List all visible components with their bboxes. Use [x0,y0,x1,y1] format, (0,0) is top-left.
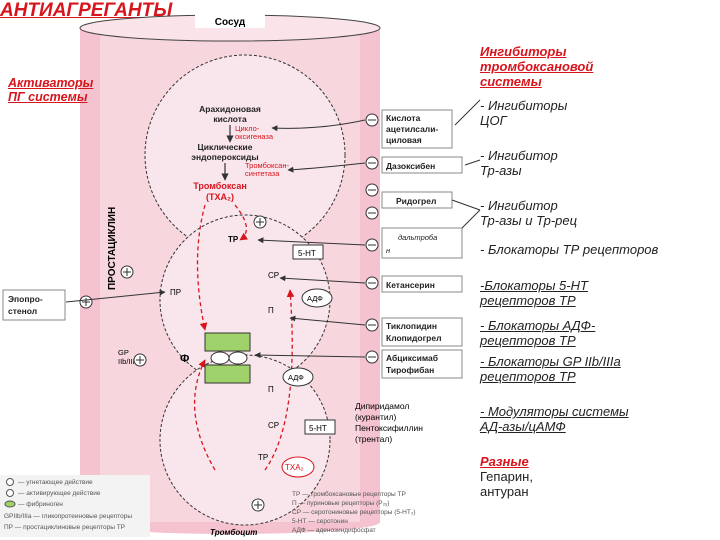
vessel-label-box [195,14,265,28]
receptor-sr-lower: СР [268,421,279,430]
fibrinogen-1 [210,351,230,365]
svg-text:(курантил): (курантил) [355,412,397,422]
rc-adf: - Блокаторы АДФ- рецепторов ТР [480,318,596,348]
ht5-box [292,244,324,260]
drug-ketanserin: Кетансерин [381,275,463,293]
svg-text:Эпопро-: Эпопро- [8,294,43,304]
receptor-p-lower: П [268,385,274,394]
activators-line1: Активаторы [8,76,94,90]
rc-5ht: -Блокаторы 5-НТ рецепторов ТР [480,278,588,308]
svg-text:ТР — тромбоксановые рецепторы: ТР — тромбоксановые рецепторы ТР [292,490,406,498]
receptor-tr-lower: ТР [258,453,268,462]
adf-circle-lower [282,367,314,387]
receptor-pr: ПР [170,288,181,297]
svg-text:циловая: циловая [386,135,422,145]
svg-text:АДФ — аденозиндифосфат: АДФ — аденозиндифосфат [292,527,376,534]
adf-circle-upper [301,288,333,308]
svg-text:(трентал): (трентал) [355,434,392,444]
page-title: АНТИАГРЕГАНТЫ [0,0,173,21]
gp-label-2: IIb/IIIa [118,357,140,366]
drug-arrows [65,119,366,359]
svg-text:стенол: стенол [8,306,37,316]
drug-dazoxiben: Дазоксибен [381,156,463,174]
vessel-label: Сосуд [215,17,246,28]
receptor-p: П [268,306,274,315]
rc-gp: - Блокаторы GP IIb/IIIa рецепторов ТР [480,354,621,384]
thromboxane-line1: Тромбоксан [193,181,247,191]
svg-text:ПР — простациклиновые рецептор: ПР — простациклиновые рецепторы ТР [4,524,125,531]
drug-daltroban: дальтроба н [381,227,463,259]
rc-tr-block: - Блокаторы ТР рецепторов [480,242,659,257]
svg-text:Ридогрел: Ридогрел [396,196,436,206]
receptor-5ht-lower: 5-НТ [309,424,327,433]
svg-text:Тиклопидин: Тиклопидин [386,321,437,331]
gp-receptor-upper [204,332,251,352]
svg-text:Дипиридамол: Дипиридамол [355,401,409,411]
gp-label-1: GP [118,348,129,357]
svg-text:— фибриноген: — фибриноген [18,500,63,508]
svg-text:СР — серотониновые рецепторы (: СР — серотониновые рецепторы (5-НТ₂) [292,509,416,516]
svg-text:Пентоксифиллин: Пентоксифиллин [355,423,423,433]
legend-right: ТР — тромбоксановые рецепторы ТР П — пур… [292,490,416,534]
svg-text:н: н [386,246,390,255]
arachidonic-line1: Арахидоновая [199,104,261,114]
inhibit-minus [368,119,376,358]
svg-text:Кетансерин: Кетансерин [386,280,435,290]
receptor-sr: СР [268,271,279,280]
prostacyclin-strip [100,190,120,340]
svg-text:ацетилсали-: ацетилсали- [386,124,438,134]
label-connectors [451,99,481,229]
ht5-box-lower [304,419,336,435]
svg-text:— угнетающее действие: — угнетающее действие [18,478,93,486]
drug-epoprostenol: Эпопро- стенол [2,289,66,321]
txsynth-line1: Тромбоксан- [245,161,289,170]
drug-ridogrel: Ридогрел [381,191,453,209]
endoperoxides-line1: Циклические [198,142,253,152]
txsynth-line2: синтетаза [245,169,280,178]
receptor-f: Ф [180,353,189,365]
svg-text:— активирующее действие: — активирующее действие [18,489,101,497]
drug-dipyridamole: Дипиридамол (курантил) Пентоксифиллин (т… [355,401,423,444]
drug-aspirin: Кислота ацетилсали- циловая [381,109,453,149]
receptor-adf-upper: АДФ [307,294,323,303]
rc-txsynth-rec: - Ингибитор Тр-азы и Тр-рец [480,198,578,228]
drug-abciximab: Абциксимаб Тирофибан [381,349,463,379]
receptor-adf-lower: АДФ [288,373,304,382]
activators-line2: ПГ системы [8,90,88,104]
endoperoxides-line2: эндопероксиды [191,152,258,162]
thrombocyte-label: Тромбоцит [210,528,257,537]
receptor-5ht: 5-НТ [298,249,316,258]
rc-cox: - Ингибиторы ЦОГ [480,98,568,128]
svg-text:Абциксимаб: Абциксимаб [386,353,438,363]
cox-line1: Цикло- [235,124,260,133]
rc-txsynth: - Ингибитор Тр-азы [480,148,558,178]
rc-modulators: - Модуляторы системы АД-азы/цАМФ [480,404,629,434]
fibrinogen-2 [228,351,248,365]
svg-text:GPIIb/IIIa — гликопротеиновые: GPIIb/IIIa — гликопротеиновые рецепторы [4,513,132,520]
thromboxane-line2: (ТХА₂) [206,192,234,202]
txa2-circle [281,456,315,478]
activators-label: Активаторы ПГ системы [8,76,93,104]
svg-text:Тирофибан: Тирофибан [386,365,434,375]
receptor-tr: ТР [228,235,239,244]
svg-text:Клопидогрел: Клопидогрел [386,333,441,343]
activate-plus [82,218,264,509]
platelet-bottom [159,354,331,526]
rc-misc: Разные Гепарин, антуран [480,454,533,499]
txa2-label: ТХА₂ [285,463,304,472]
prostacyclin-label: ПРОСТАЦИКЛИН [107,207,118,290]
gp-receptor-lower [204,364,251,384]
drug-ticlopidine: Тиклопидин Клопидогрел [381,317,463,347]
arachidonic-line2: кислота [213,114,247,124]
cox-line2: оксигеназа [235,132,274,141]
svg-text:П — пуриновые рецепторы (P₂ᵧ): П — пуриновые рецепторы (P₂ᵧ) [292,500,389,507]
legend-left: — угнетающее действие — активирующее дей… [0,475,150,537]
svg-text:Кислота: Кислота [386,113,421,123]
svg-text:5-НТ — серотонин: 5-НТ — серотонин [292,518,348,525]
rc-header: Ингибиторы тромбоксановой системы [480,44,594,89]
svg-text:дальтроба: дальтроба [398,233,437,242]
svg-text:Дазоксибен: Дазоксибен [386,161,435,171]
